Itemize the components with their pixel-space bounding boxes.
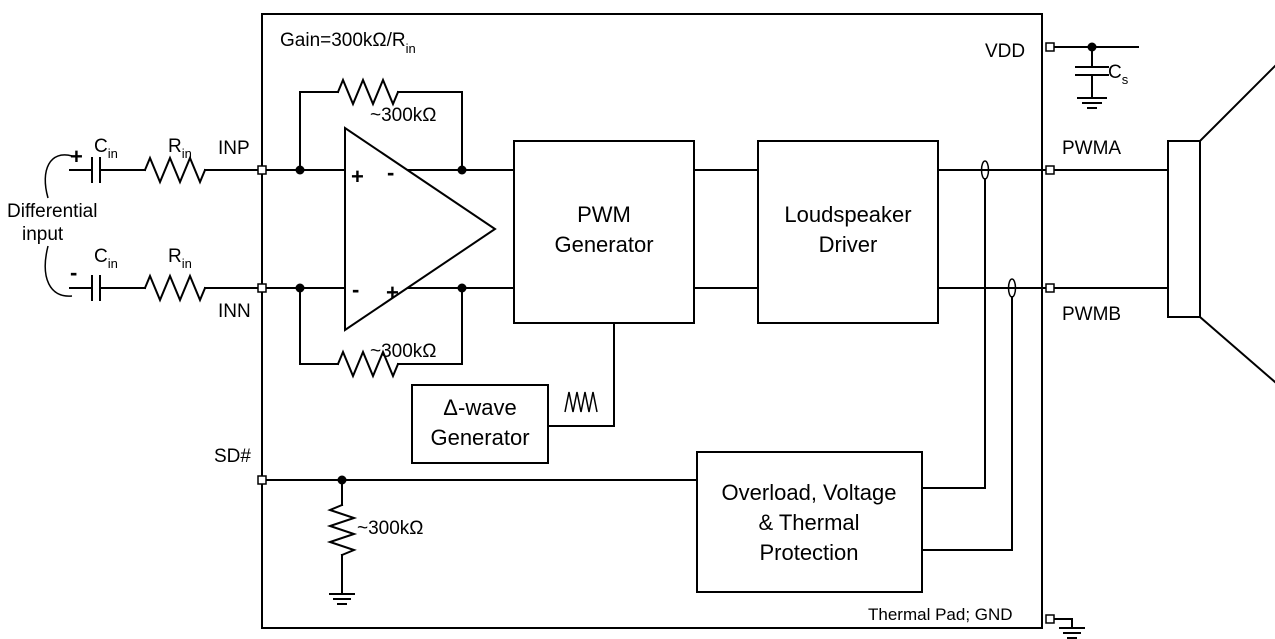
cin-bottom-label: Cin <box>94 246 118 271</box>
pulldown-label: ~300kΩ <box>357 518 424 539</box>
protection-line2: & Thermal <box>758 510 859 535</box>
delta-wave-line1: Δ-wave <box>443 395 516 420</box>
pin-inp-label: INP <box>218 138 250 159</box>
cs-label: Cs <box>1108 62 1129 87</box>
protection-line3: Protection <box>759 540 858 565</box>
pin-pwmb-label: PWMB <box>1062 304 1121 325</box>
delta-wave-generator-block <box>411 384 549 464</box>
loudspeaker-driver-line2: Driver <box>819 232 878 257</box>
amp-minus-bottom: - <box>352 277 359 302</box>
amp-plus-top: + <box>351 164 364 189</box>
input-minus: - <box>70 260 77 285</box>
cin-top-label: Cin <box>94 136 118 161</box>
gain-label: Gain=300kΩ/Rin <box>280 30 416 56</box>
protection-line1: Overload, Voltage <box>722 480 897 505</box>
input-label: input <box>22 224 64 245</box>
pin-gnd-label: Thermal Pad; GND <box>868 605 1013 624</box>
pulldown-resistor <box>326 503 358 557</box>
loudspeaker-driver-line1: Loudspeaker <box>784 202 911 227</box>
triangle-wave-icon <box>564 391 598 413</box>
pin-vdd <box>1045 42 1055 52</box>
feedback-bottom-label: ~300kΩ <box>370 341 437 362</box>
speaker-icon <box>1167 64 1275 384</box>
pin-inn-label: INN <box>218 301 251 322</box>
rin-bottom-resistor <box>143 273 207 303</box>
pin-pwmb <box>1045 283 1055 293</box>
rin-top-label: Rin <box>168 136 192 161</box>
protection-block <box>696 451 923 593</box>
input-network <box>44 154 259 303</box>
feedback-top-resistor <box>336 77 400 107</box>
pin-pwma <box>1045 165 1055 175</box>
amp-minus-top: - <box>387 160 394 185</box>
feedback-top-label: ~300kΩ <box>370 105 437 126</box>
pin-inp <box>257 165 267 175</box>
pin-sd-label: SD# <box>214 446 251 467</box>
pin-gnd <box>1045 614 1055 624</box>
pwm-generator-line2: Generator <box>554 232 653 257</box>
output-lines <box>921 160 1171 551</box>
shutdown-network <box>265 475 698 605</box>
gnd-symbol <box>1053 618 1085 639</box>
feedback-bottom-resistor <box>336 349 400 379</box>
pin-inn <box>257 283 267 293</box>
amp-plus-bottom: + <box>386 280 399 305</box>
pwm-generator-line1: PWM <box>577 202 631 227</box>
input-plus: + <box>70 144 83 169</box>
pin-sd <box>257 475 267 485</box>
feedback-network <box>265 77 515 379</box>
op-amp-triangle <box>344 126 497 332</box>
delta-wave-line2: Generator <box>430 425 529 450</box>
pin-vdd-label: VDD <box>985 41 1025 62</box>
vdd-decoupling <box>1053 42 1139 109</box>
pwm-generator-block <box>513 140 695 324</box>
rin-top-resistor <box>143 155 207 185</box>
rin-bottom-label: Rin <box>168 246 192 271</box>
loudspeaker-driver-block <box>757 140 939 324</box>
differential-label: Differential <box>7 201 97 222</box>
pin-pwma-label: PWMA <box>1062 138 1121 159</box>
